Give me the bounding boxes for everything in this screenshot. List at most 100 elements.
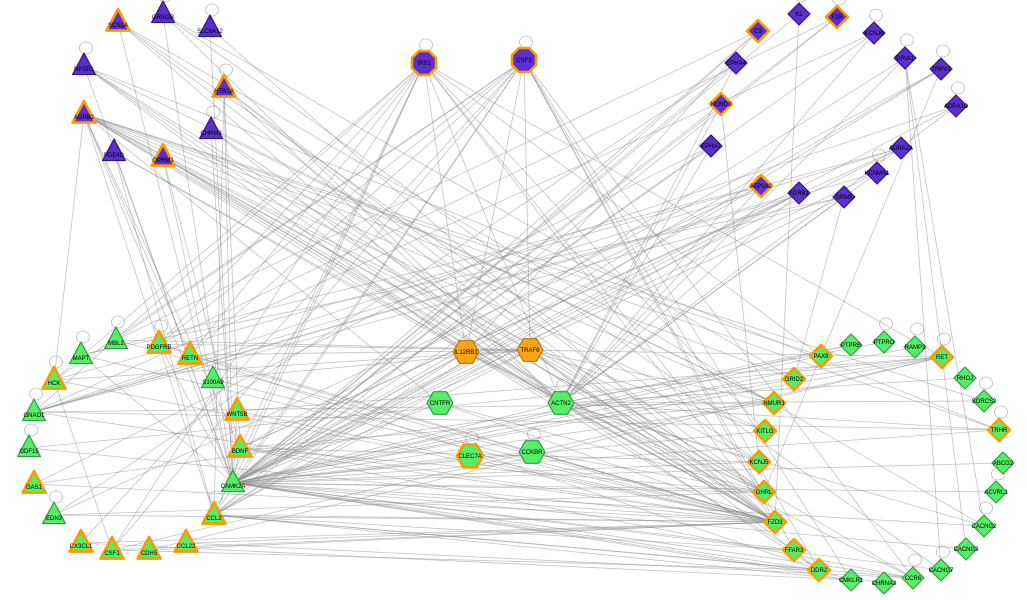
node-GRIN2B[interactable] [150,0,176,24]
edge-IRS1-GNAO1 [33,62,425,413]
node-ADRB2[interactable] [71,99,97,124]
node-CACNG2[interactable] [972,514,996,538]
node-ACTN2[interactable] [547,391,575,415]
node-ADRA1D[interactable] [944,94,968,118]
edge-CCL22-FZD3 [185,521,776,544]
node-CMKLR1[interactable] [839,568,863,592]
edge-GNAO1-FZD3 [33,411,776,523]
node-GHRL[interactable] [751,479,777,505]
node-PAX8[interactable] [808,343,834,369]
edge-CAMK2A-CACNG3 [232,482,967,550]
node-HTR2A[interactable] [211,73,237,98]
node-CX3CL1[interactable] [68,528,94,553]
edge-CSF2-TRAF6 [523,59,531,351]
node-DDR2[interactable] [806,557,832,583]
self-loop-TRPV1 [936,44,950,58]
node-SORCS2[interactable] [972,389,996,413]
node-KCNJ5[interactable] [746,449,772,475]
node-IRS1[interactable] [410,49,438,77]
node-CSF1[interactable] [99,535,125,560]
node-ADRA2A[interactable] [889,136,913,160]
node-ACVRL1[interactable] [984,480,1008,504]
node-CAMK2A[interactable] [220,469,246,493]
edge-IRS1-CCL2 [213,62,425,516]
edge-ACTN2-PTPRB [560,344,852,404]
edge-ADRB2-GRID2 [83,113,795,380]
node-CACNG3[interactable] [954,537,978,561]
node-C3[interactable] [745,18,771,44]
edge-ADRB1-ACTN2 [560,192,800,404]
node-GAS1[interactable] [21,469,47,494]
node-CCR6[interactable] [901,566,925,590]
node-GNAO1[interactable] [21,398,47,422]
edge-ADRB2-IL12RB1 [83,113,467,353]
node-RAMP3[interactable] [903,335,927,359]
node-GDF15[interactable] [16,434,42,458]
node-SCN1A[interactable] [105,7,131,32]
edge-ACTN2-TRHR [560,402,1000,431]
node-GRID2[interactable] [781,366,807,392]
node-MBL2[interactable] [103,326,129,350]
node-CCKBR[interactable] [518,440,546,464]
edge-IRS1-BDNF [239,62,425,449]
edge-C3-MBL2 [115,30,759,341]
node-TRPV1[interactable] [929,57,953,81]
edge-PDGFRB-DDR2 [158,343,820,571]
node-CCL2[interactable] [201,500,227,525]
node-ABCG2[interactable] [991,451,1015,475]
node-MAPT[interactable] [68,341,94,365]
node-EDN3[interactable] [41,501,67,525]
node-ADRB1[interactable] [787,181,811,205]
node-GRM5[interactable] [832,185,856,209]
edge-PDE4D-CAMK2A [113,151,234,484]
edge-CAMK2A-TRHR [232,429,1000,484]
node-OPRM1[interactable] [150,142,176,167]
node-BDNF[interactable] [227,433,253,458]
node-FFAR3[interactable] [781,537,807,563]
node-NMUR1[interactable] [761,390,787,416]
node-CHRM3[interactable] [198,116,224,140]
node-HCK[interactable] [41,365,67,390]
node-PDGFRB[interactable] [146,329,172,354]
edge-EDN3-GHRL [53,491,765,516]
node-TRHR[interactable] [986,417,1012,443]
node-ATP1A2[interactable] [748,173,774,199]
edge-ACTN2-GHRL [560,402,765,493]
node-PTPRO[interactable] [872,330,896,354]
node-KCNMA1[interactable] [865,161,889,185]
node-EPHA4[interactable] [724,51,748,75]
node-IL12RB1[interactable] [452,340,480,364]
node-CDH5[interactable] [136,535,162,560]
self-loop-GNAO1 [29,387,43,401]
edge-ADRB1-BDNF [239,192,800,449]
node-CHRNA3[interactable] [872,571,896,595]
node-CLEC7A[interactable] [455,443,485,469]
node-CNTFR[interactable] [426,391,454,415]
node-NPSR1[interactable] [71,52,97,76]
node-TRAF6[interactable] [516,338,544,362]
node-RETN[interactable] [177,340,203,365]
self-loop-CSF2 [519,35,533,49]
node-S100A9[interactable] [200,365,226,389]
node-PTPRB[interactable] [839,333,863,357]
node-WNT5B[interactable] [224,396,250,421]
node-EPHA7[interactable] [699,134,723,158]
node-CCL22[interactable] [173,528,199,553]
node-FZD3[interactable] [762,509,788,535]
edge-CAMK2A-TRAF6 [232,349,531,484]
node-PDE4D[interactable] [101,138,127,162]
edge-ADRB1-GNAO1 [33,192,800,413]
node-CACNG7[interactable] [929,558,953,582]
node-F2R[interactable] [824,4,850,30]
node-KCND3[interactable] [708,91,734,117]
node-KL[interactable] [787,2,811,26]
node-GRIA1[interactable] [893,46,917,70]
edge-TRPV1-BDNF [239,68,942,449]
node-KITLG[interactable] [752,418,778,444]
node-SLC6A12[interactable] [197,14,223,38]
node-CSF2[interactable] [510,46,538,74]
node-KCNJ6[interactable] [862,21,886,45]
node-RHOJ[interactable] [953,366,977,390]
node-RET[interactable] [929,344,955,370]
